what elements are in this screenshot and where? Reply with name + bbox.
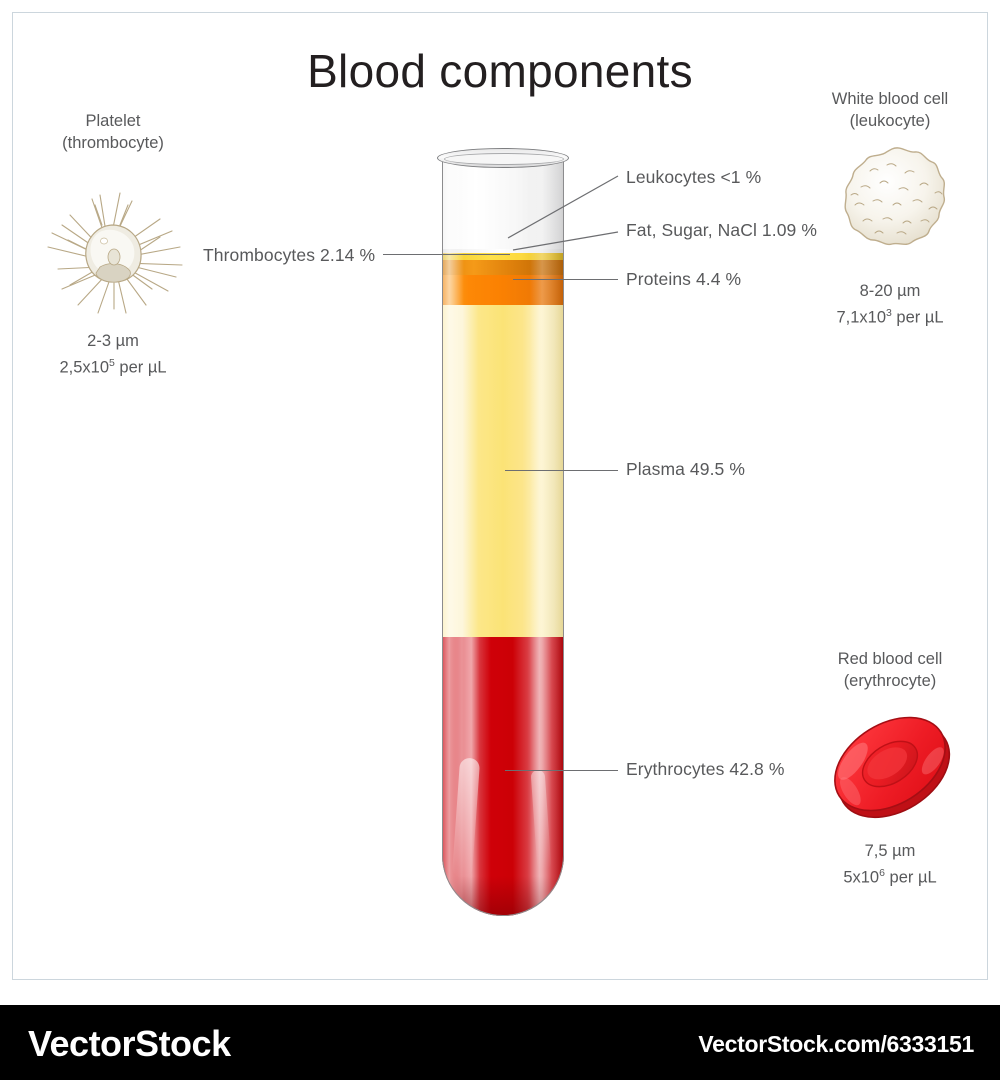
- erythrocyte-count-exponent: 6: [879, 867, 885, 879]
- leukocyte-alt-name: (leukocyte): [849, 112, 931, 130]
- platelet-name: Platelet: [85, 112, 141, 130]
- platelet-count-exponent: 5: [109, 357, 115, 369]
- callout-proteins: Proteins 4.4 %: [626, 269, 742, 289]
- erythrocyte-count: 5x106 per µL: [790, 862, 990, 889]
- leukocyte-title: White blood cell (leukocyte): [790, 88, 990, 132]
- vectorstock-url: VectorStock.com/6333151: [698, 1031, 974, 1057]
- leader-line-plasma: [505, 470, 618, 471]
- illustration-canvas: Blood components: [12, 12, 990, 980]
- leukocyte-stats: 8-20 µm 7,1x103 per µL: [790, 280, 990, 329]
- platelet-alt-name: (thrombocyte): [62, 134, 164, 152]
- platelet-stats: 2-3 µm 2,5x105 per µL: [13, 330, 213, 379]
- tube-contents: [442, 156, 564, 916]
- tube-gloss-left: [451, 757, 481, 879]
- leader-line-thrombocytes: [383, 254, 510, 255]
- vectorstock-logo: VectorStock: [28, 1023, 231, 1064]
- leader-line-proteins: [513, 279, 618, 280]
- platelet-title: Platelet (thrombocyte): [13, 110, 213, 154]
- erythrocyte-icon: [834, 716, 951, 819]
- tube-layer-erythrocytes: [442, 637, 564, 916]
- leader-line-erythrocytes: [505, 770, 618, 771]
- callout-plasma: Plasma 49.5 %: [626, 459, 745, 479]
- blood-test-tube: [437, 148, 569, 920]
- callout-erythrocytes: Erythrocytes 42.8 %: [626, 759, 785, 779]
- tube-rim: [437, 148, 569, 168]
- platelet-size: 2-3 µm: [87, 332, 139, 350]
- erythrocyte-title: Red blood cell (erythrocyte): [790, 648, 990, 692]
- erythrocyte-illustration: [818, 700, 963, 828]
- leukocyte-count: 7,1x103 per µL: [790, 302, 990, 329]
- page-title: Blood components: [307, 45, 693, 97]
- erythrocyte-count-suffix: per µL: [884, 868, 937, 887]
- erythrocyte-name: Red blood cell: [837, 650, 943, 668]
- leukocyte-illustration: [825, 143, 960, 268]
- erythrocyte-count-prefix: 5x10: [843, 868, 880, 887]
- leukocyte-count-suffix: per µL: [891, 308, 944, 327]
- tube-bottom-shade: [442, 876, 564, 916]
- platelet-count: 2,5x105 per µL: [13, 352, 213, 379]
- tube-layer-fat-sugar-nacl: [442, 260, 564, 276]
- leukocyte-count-prefix: 7,1x10: [836, 308, 886, 327]
- erythrocyte-size: 7,5 µm: [864, 842, 916, 860]
- leader-line-leukocytes: [507, 175, 619, 239]
- leukocyte-name: White blood cell: [831, 90, 949, 108]
- erythrocyte-alt-name: (erythrocyte): [843, 672, 937, 690]
- tube-rim-inner: [444, 153, 564, 165]
- tube-layer-plasma: [442, 305, 564, 637]
- leader-line-fat-sugar-nacl: [512, 231, 619, 251]
- leukocyte-count-exponent: 3: [886, 307, 892, 319]
- leukocyte-size: 8-20 µm: [859, 282, 921, 300]
- platelet-icon: [47, 192, 183, 314]
- erythrocyte-stats: 7,5 µm 5x106 per µL: [790, 840, 990, 889]
- callout-fat-sugar-nacl: Fat, Sugar, NaCl 1.09 %: [626, 220, 818, 240]
- platelet-count-suffix: per µL: [114, 358, 167, 377]
- footer-bar: VectorStock VectorStock.com/6333151: [0, 1005, 1000, 1080]
- platelet-count-prefix: 2,5x10: [59, 358, 109, 377]
- callout-thrombocytes: Thrombocytes 2.14 %: [203, 245, 376, 265]
- leukocyte-icon: [844, 147, 946, 246]
- callout-leukocytes: Leukocytes <1 %: [626, 167, 762, 187]
- platelet-illustration: [40, 185, 190, 320]
- tube-gloss-right: [530, 769, 552, 871]
